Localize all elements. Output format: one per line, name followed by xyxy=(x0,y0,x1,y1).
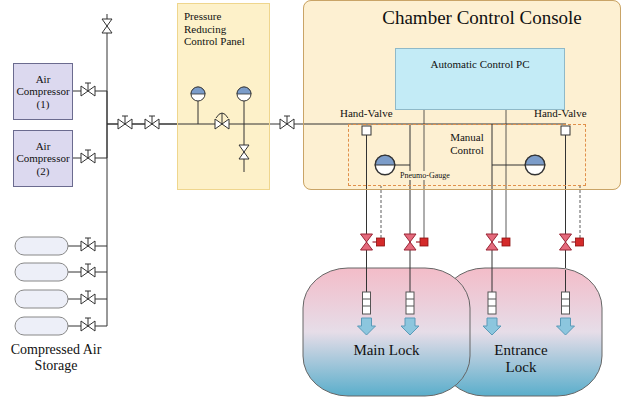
box-fill xyxy=(13,63,73,120)
box-fill xyxy=(395,48,565,110)
pipe-connector xyxy=(73,124,177,158)
node-text: Main Lock xyxy=(351,342,423,359)
compressor-box: Air Compressor (1) xyxy=(13,63,73,120)
node-text: Air Compressor (1) xyxy=(14,73,72,111)
pipe-connector xyxy=(565,190,566,268)
pc-box: Automatic Control PC xyxy=(395,48,565,110)
chamber-glands xyxy=(358,292,575,335)
box-fill xyxy=(13,130,73,187)
gauge-label: Pneumo-Gauge xyxy=(398,171,452,180)
node-text: Chamber Control Console xyxy=(344,7,620,29)
valve-label: Hand-Valve xyxy=(340,107,393,120)
solenoid-valves xyxy=(361,234,584,250)
box-fill xyxy=(395,48,565,110)
box-fill xyxy=(303,0,621,190)
box-fill xyxy=(303,0,621,190)
node-text: Pressure Reducing Control Panel xyxy=(184,10,258,48)
line-valves xyxy=(81,19,294,331)
node-text: Manual Control xyxy=(437,131,497,156)
chamber-lock: Main Lock xyxy=(303,268,470,396)
storage-label: Compressed Air Storage xyxy=(4,342,108,374)
box-fill xyxy=(177,3,270,190)
lock-outline xyxy=(303,268,470,396)
node-text: Air Compressor (2) xyxy=(14,140,72,178)
chamber-lock: Entrance Lock xyxy=(440,268,602,396)
lock-outline xyxy=(303,268,470,396)
node-text: Automatic Control PC xyxy=(396,58,564,71)
control-panel: Pressure Reducing Control Panel xyxy=(177,3,270,190)
box-fill xyxy=(13,130,73,187)
compressor-box: Air Compressor (2) xyxy=(13,130,73,187)
signal-lines xyxy=(381,110,580,238)
manual-control-box: Manual Control xyxy=(348,124,586,186)
box-fill xyxy=(13,63,73,120)
storage-cylinders xyxy=(15,237,68,335)
pipe-connector xyxy=(366,190,367,268)
box-fill xyxy=(177,3,270,190)
console-pipes xyxy=(362,124,570,292)
pressure-regulator xyxy=(215,113,229,129)
control-console: Chamber Control ConsoleAutomatic Control… xyxy=(303,0,621,190)
panel-gauges xyxy=(191,87,251,172)
valve-label: Hand-Valve xyxy=(534,107,587,120)
node-text: Entrance Lock xyxy=(485,342,557,377)
air-bus xyxy=(68,14,566,326)
